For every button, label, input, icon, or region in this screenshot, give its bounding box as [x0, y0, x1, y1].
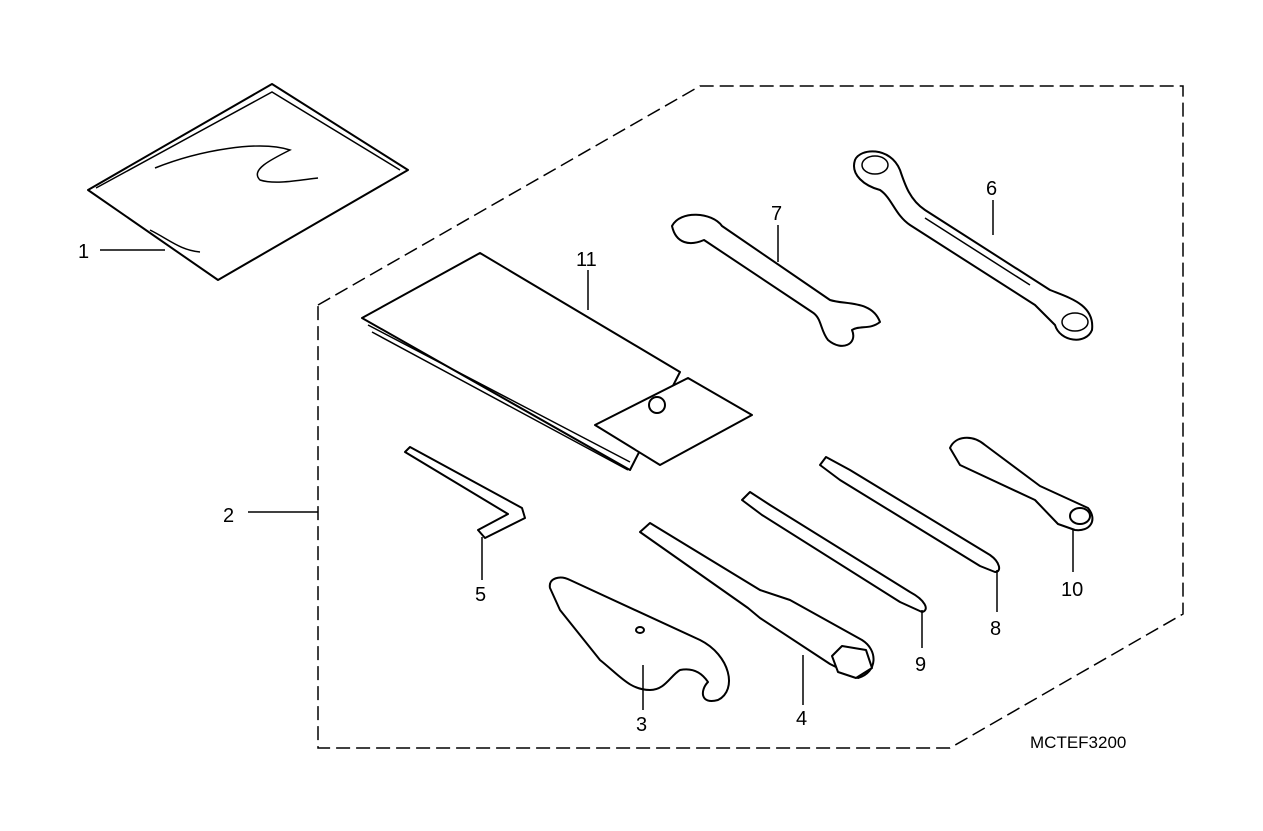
tool-bag-drawing	[87, 83, 409, 281]
screwdriver-9-drawing	[741, 491, 927, 613]
tool-case-drawing	[361, 252, 753, 471]
callout-7: 7	[771, 203, 782, 225]
callout-5: 5	[475, 584, 486, 606]
callout-3: 3	[636, 714, 647, 736]
open-end-wrench-drawing	[671, 213, 881, 347]
callout-4: 4	[796, 708, 807, 730]
callout-11: 11	[576, 249, 597, 271]
screwdriver-grip-drawing	[949, 436, 1094, 532]
hex-wrench-drawing	[404, 446, 526, 539]
callout-1: 1	[78, 241, 89, 263]
callout-10: 10	[1061, 579, 1083, 601]
spark-plug-wrench-drawing	[639, 522, 875, 679]
pin-spanner-drawing	[548, 576, 730, 702]
callout-9: 9	[915, 654, 926, 676]
callout-8: 8	[990, 618, 1001, 640]
group-border	[317, 85, 1184, 749]
callout-2: 2	[223, 505, 234, 527]
screwdriver-8-drawing	[819, 456, 1001, 573]
callout-6: 6	[986, 178, 997, 200]
diagram-code: MCTEF3200	[1030, 733, 1126, 752]
box-wrench-drawing	[853, 150, 1094, 341]
leader-lines	[100, 200, 1074, 710]
